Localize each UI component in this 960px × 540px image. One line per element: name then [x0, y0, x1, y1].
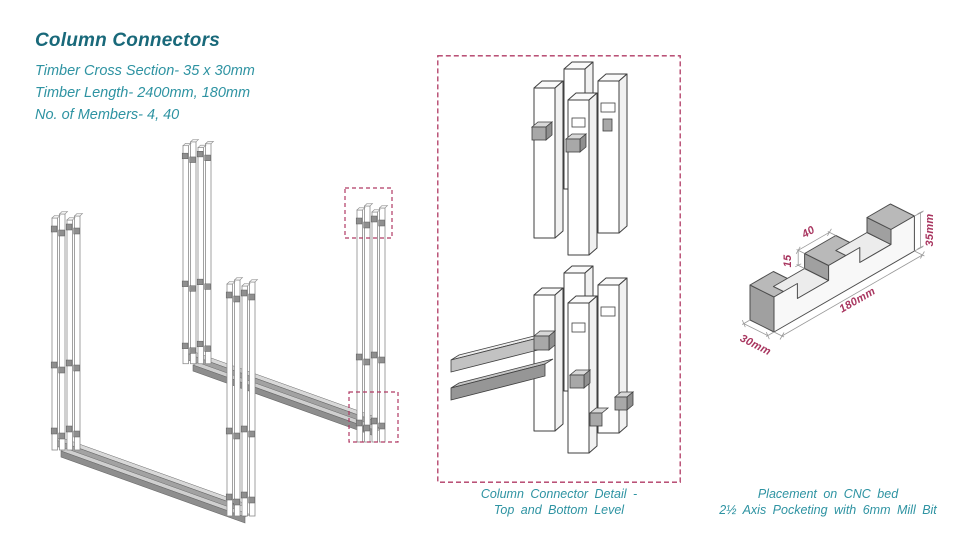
- spec-length: Timber Length- 2400mm, 180mm: [35, 85, 251, 101]
- detail-panel-border: [437, 55, 681, 483]
- page-title: Column Connectors: [35, 30, 220, 51]
- structure-overview-drawing: [50, 139, 399, 524]
- column-cluster-front: [225, 277, 258, 517]
- connector-detail-panel: [437, 55, 681, 483]
- detail-bottom-level-drawing: [450, 265, 635, 454]
- highlight-bottom-connector-region: [348, 391, 399, 443]
- dim-pocket-length-label: 40: [799, 224, 817, 242]
- cnc-piece-drawing: 40 15 35mm 180mm 30mm: [738, 203, 936, 358]
- connector-cube: [530, 121, 554, 141]
- connector-cube: [613, 391, 635, 411]
- detail-caption: Column Connector Detail - Top and Bottom…: [437, 486, 681, 518]
- cnc-caption: Placement on CNC bed 2½ Axis Pocketing w…: [693, 486, 960, 518]
- dim-pocket-depth-label: 15: [782, 254, 794, 267]
- cnc-caption-line2: 2½ Axis Pocketing with 6mm Mill Bit: [719, 503, 937, 517]
- column-cluster-back: [181, 139, 214, 365]
- connector-cube: [564, 133, 588, 153]
- beam-upper: [450, 330, 557, 373]
- milled-connector-piece: [749, 203, 915, 333]
- beam-back-pair: [187, 351, 383, 438]
- column-cluster-right: [355, 203, 388, 443]
- spec-list: Timber Cross Section- 35 x 30mm Timber L…: [35, 60, 255, 126]
- detail-caption-line1: Column Connector Detail -: [480, 487, 638, 501]
- spec-cross-section: Timber Cross Section- 35 x 30mm: [35, 63, 255, 79]
- connector-cube: [568, 369, 592, 389]
- highlight-top-connector-region: [344, 187, 393, 239]
- spec-members: No. of Members- 4, 40: [35, 107, 180, 123]
- detail-caption-line2: Top and Bottom Level: [493, 503, 625, 517]
- beam-front-pair: [55, 437, 251, 524]
- connector-cube: [588, 407, 610, 427]
- detail-top-level-drawing: [530, 61, 628, 256]
- dim-stock-width-label: 30mm: [738, 332, 773, 358]
- cnc-caption-line1: Placement on CNC bed: [757, 487, 899, 501]
- beam-lower: [450, 358, 554, 401]
- dimension-lines: [741, 210, 925, 340]
- column-cluster-left: [50, 211, 83, 451]
- dim-stock-height-label: 35mm: [924, 214, 936, 247]
